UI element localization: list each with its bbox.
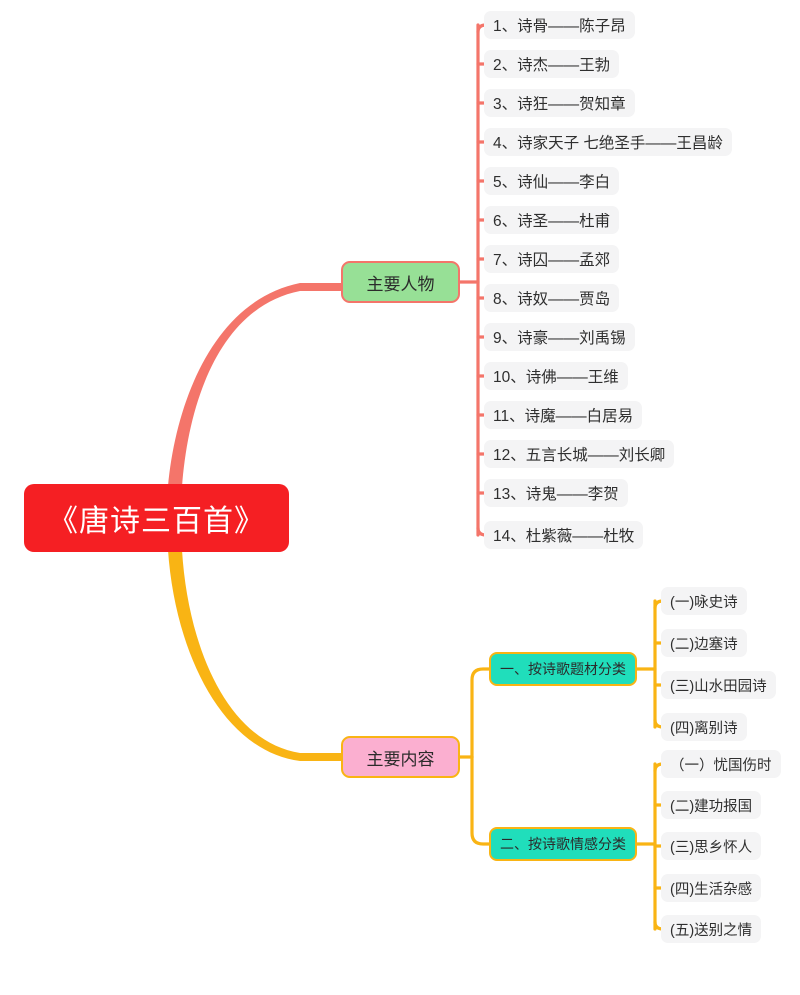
leaf-label: (一)咏史诗 [670, 594, 738, 611]
leaf-people-3[interactable]: 3、诗狂——贺知章 [484, 89, 635, 117]
content-bracket-up [470, 667, 491, 759]
leaf-label: 8、诗奴——贾岛 [493, 291, 611, 308]
leaf-emotion-4[interactable]: (四)生活杂感 [661, 874, 762, 902]
link-root-to-people [168, 283, 341, 487]
leaf-label: (四)生活杂感 [670, 881, 753, 898]
leaf-label: 6、诗圣——杜甫 [493, 213, 611, 230]
leaf-label: (三)山水田园诗 [670, 678, 767, 695]
category-node-by-theme-label: 一、按诗歌题材分类 [500, 661, 626, 677]
leaf-people-7[interactable]: 7、诗囚——孟郊 [484, 245, 620, 273]
leaf-label: (五)送别之情 [670, 922, 753, 939]
leaf-people-5[interactable]: 5、诗仙——李白 [484, 167, 620, 195]
leaf-emotion-5[interactable]: (五)送别之情 [661, 915, 762, 943]
leaf-people-9[interactable]: 9、诗豪——刘禹锡 [484, 323, 635, 351]
branch-node-people[interactable]: 主要人物 [341, 261, 460, 303]
leaf-label: （一）忧国伤时 [670, 757, 772, 774]
leaf-emotion-3[interactable]: (三)思乡怀人 [661, 832, 762, 860]
leaf-emotion-2[interactable]: (二)建功报国 [661, 791, 762, 819]
leaf-people-6[interactable]: 6、诗圣——杜甫 [484, 206, 620, 234]
leaf-label: (二)边塞诗 [670, 636, 738, 653]
root-node-label: 《唐诗三百首》 [48, 505, 265, 538]
leaf-people-10[interactable]: 10、诗佛——王维 [484, 362, 628, 390]
content-bracket-down [470, 755, 491, 846]
leaf-people-11[interactable]: 11、诗魔——白居易 [484, 401, 643, 429]
leaf-label: 3、诗狂——贺知章 [493, 96, 626, 113]
leaf-label: 12、五言长城——刘长卿 [493, 447, 666, 464]
leaf-label: (二)建功报国 [670, 798, 753, 815]
leaf-theme-3[interactable]: (三)山水田园诗 [661, 671, 776, 699]
leaf-people-14[interactable]: 14、杜紫薇——杜牧 [484, 521, 644, 549]
branch-node-content-label: 主要内容 [366, 749, 435, 769]
leaf-theme-4[interactable]: (四)离别诗 [661, 713, 747, 741]
leaf-label: (四)离别诗 [670, 720, 738, 737]
leaf-people-4[interactable]: 4、诗家天子 七绝圣手——王昌龄 [484, 128, 732, 156]
theme-branch-stubs [653, 599, 674, 729]
leaf-label: 5、诗仙——李白 [493, 174, 611, 191]
leaf-label: 4、诗家天子 七绝圣手——王昌龄 [493, 135, 723, 152]
leaf-label: 11、诗魔——白居易 [493, 408, 634, 425]
category-node-by-emotion[interactable]: 二、按诗歌情感分类 [489, 827, 637, 861]
leaf-people-2[interactable]: 2、诗杰——王勃 [484, 50, 620, 78]
leaf-theme-2[interactable]: (二)边塞诗 [661, 629, 747, 657]
leaf-label: 2、诗杰——王勃 [493, 57, 611, 74]
leaf-people-1[interactable]: 1、诗骨——陈子昂 [484, 11, 635, 39]
leaf-label: 7、诗囚——孟郊 [493, 252, 611, 269]
leaf-theme-1[interactable]: (一)咏史诗 [661, 587, 747, 615]
leaf-label: 1、诗骨——陈子昂 [493, 18, 626, 35]
branch-node-people-label: 主要人物 [366, 274, 435, 294]
leaf-label: 13、诗鬼——李贺 [493, 486, 619, 503]
leaf-people-13[interactable]: 13、诗鬼——李贺 [484, 479, 628, 507]
leaf-label: 14、杜紫薇——杜牧 [493, 528, 635, 545]
root-node[interactable]: 《唐诗三百首》 [24, 484, 289, 552]
leaf-people-8[interactable]: 8、诗奴——贾岛 [484, 284, 620, 312]
category-node-by-theme[interactable]: 一、按诗歌题材分类 [489, 652, 637, 686]
leaf-emotion-1[interactable]: （一）忧国伤时 [661, 750, 781, 778]
leaf-label: 9、诗豪——刘禹锡 [493, 330, 626, 347]
leaf-label: (三)思乡怀人 [670, 839, 753, 856]
branch-node-content[interactable]: 主要内容 [341, 736, 460, 778]
leaf-people-12[interactable]: 12、五言长城——刘长卿 [484, 440, 675, 468]
leaf-label: 10、诗佛——王维 [493, 369, 619, 386]
link-root-to-content [168, 550, 341, 761]
category-node-by-emotion-label: 二、按诗歌情感分类 [500, 836, 626, 852]
